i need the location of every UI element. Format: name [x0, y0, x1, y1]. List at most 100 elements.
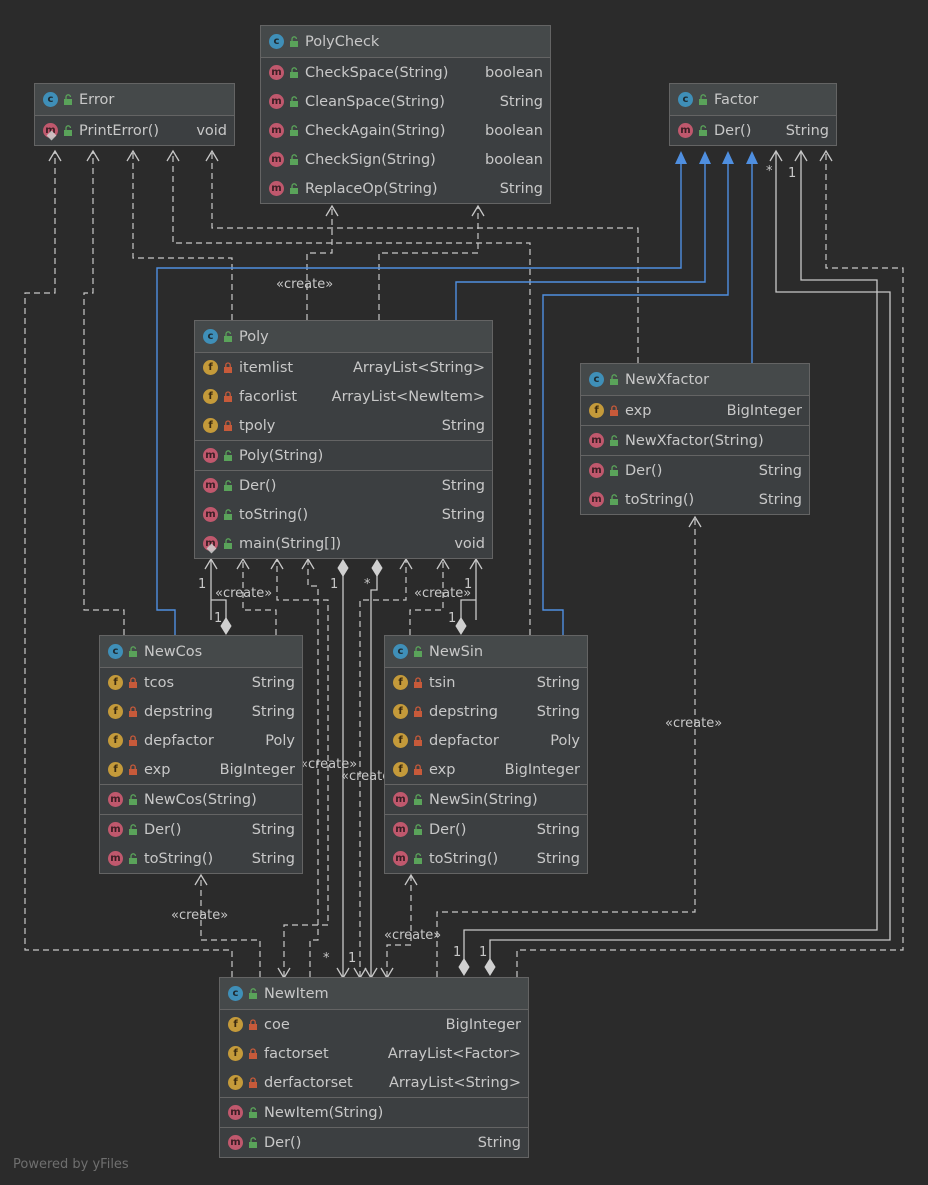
method-m-icon: m — [108, 822, 123, 837]
method-m-icon: m — [43, 123, 58, 141]
class-header: c PolyCheck — [261, 26, 550, 58]
method-row[interactable]: mmain(String[])void — [195, 529, 492, 558]
class-name: PolyCheck — [305, 33, 380, 50]
method-m-icon: m — [203, 507, 218, 522]
class-header: c Factor — [670, 84, 836, 116]
create-label-newitem-newcos: «create» — [171, 908, 229, 923]
lock-icon — [413, 706, 423, 717]
multiplicity-label: 1 — [464, 577, 473, 592]
method-m-icon: m — [678, 123, 693, 138]
method-type: boolean — [485, 151, 543, 168]
field-type: String — [441, 417, 485, 434]
method-row[interactable]: m CheckAgain(String) boolean — [261, 116, 550, 145]
class-error[interactable]: c Error mPrintError()void — [34, 83, 235, 146]
inh-newsin-factor — [542, 163, 729, 635]
method-type: String — [536, 821, 580, 838]
lock-icon — [248, 1019, 258, 1030]
method-m-icon: m — [269, 65, 284, 80]
method-type: boolean — [485, 122, 543, 139]
unlock-icon — [63, 94, 73, 105]
create-label-newsin-poly: «create» — [414, 586, 472, 601]
methods-section: mPrintError()void — [35, 116, 234, 145]
constructor-name: NewCos(String) — [144, 791, 257, 808]
field-type: BigInteger — [726, 402, 802, 419]
method-row[interactable]: mPrintError()void — [35, 116, 234, 145]
lock-icon — [248, 1048, 258, 1059]
dep-poly-newitem-b — [359, 560, 407, 977]
lock-icon — [128, 764, 138, 775]
field-type: String — [536, 703, 580, 720]
unlock-icon — [609, 465, 619, 476]
field-f-icon: f — [108, 733, 123, 748]
method-m-icon: m — [393, 792, 408, 807]
field-type: ArrayList<String> — [389, 1074, 521, 1091]
unlock-icon — [609, 435, 619, 446]
method-type: String — [251, 821, 295, 838]
method-type: void — [454, 535, 485, 552]
lock-icon — [413, 764, 423, 775]
method-type: String — [785, 122, 829, 139]
field-name: coe — [264, 1016, 290, 1033]
method-m-icon: m — [589, 433, 604, 448]
unlock-icon — [609, 494, 619, 505]
create-label-newitem-newxfactor: «create» — [665, 716, 723, 731]
method-m-icon: m — [589, 463, 604, 478]
dep-newitem-newxfactor — [436, 518, 696, 977]
method-name: CheckAgain(String) — [305, 122, 446, 139]
unlock-icon — [128, 794, 138, 805]
field-f-icon: f — [393, 704, 408, 719]
field-f-icon: f — [108, 704, 123, 719]
multiplicity-label: 1 — [479, 945, 488, 960]
unlock-icon — [698, 125, 708, 136]
field-f-icon: f — [228, 1046, 243, 1061]
method-m-icon: m — [269, 123, 284, 138]
class-header: c NewSin — [385, 636, 587, 668]
